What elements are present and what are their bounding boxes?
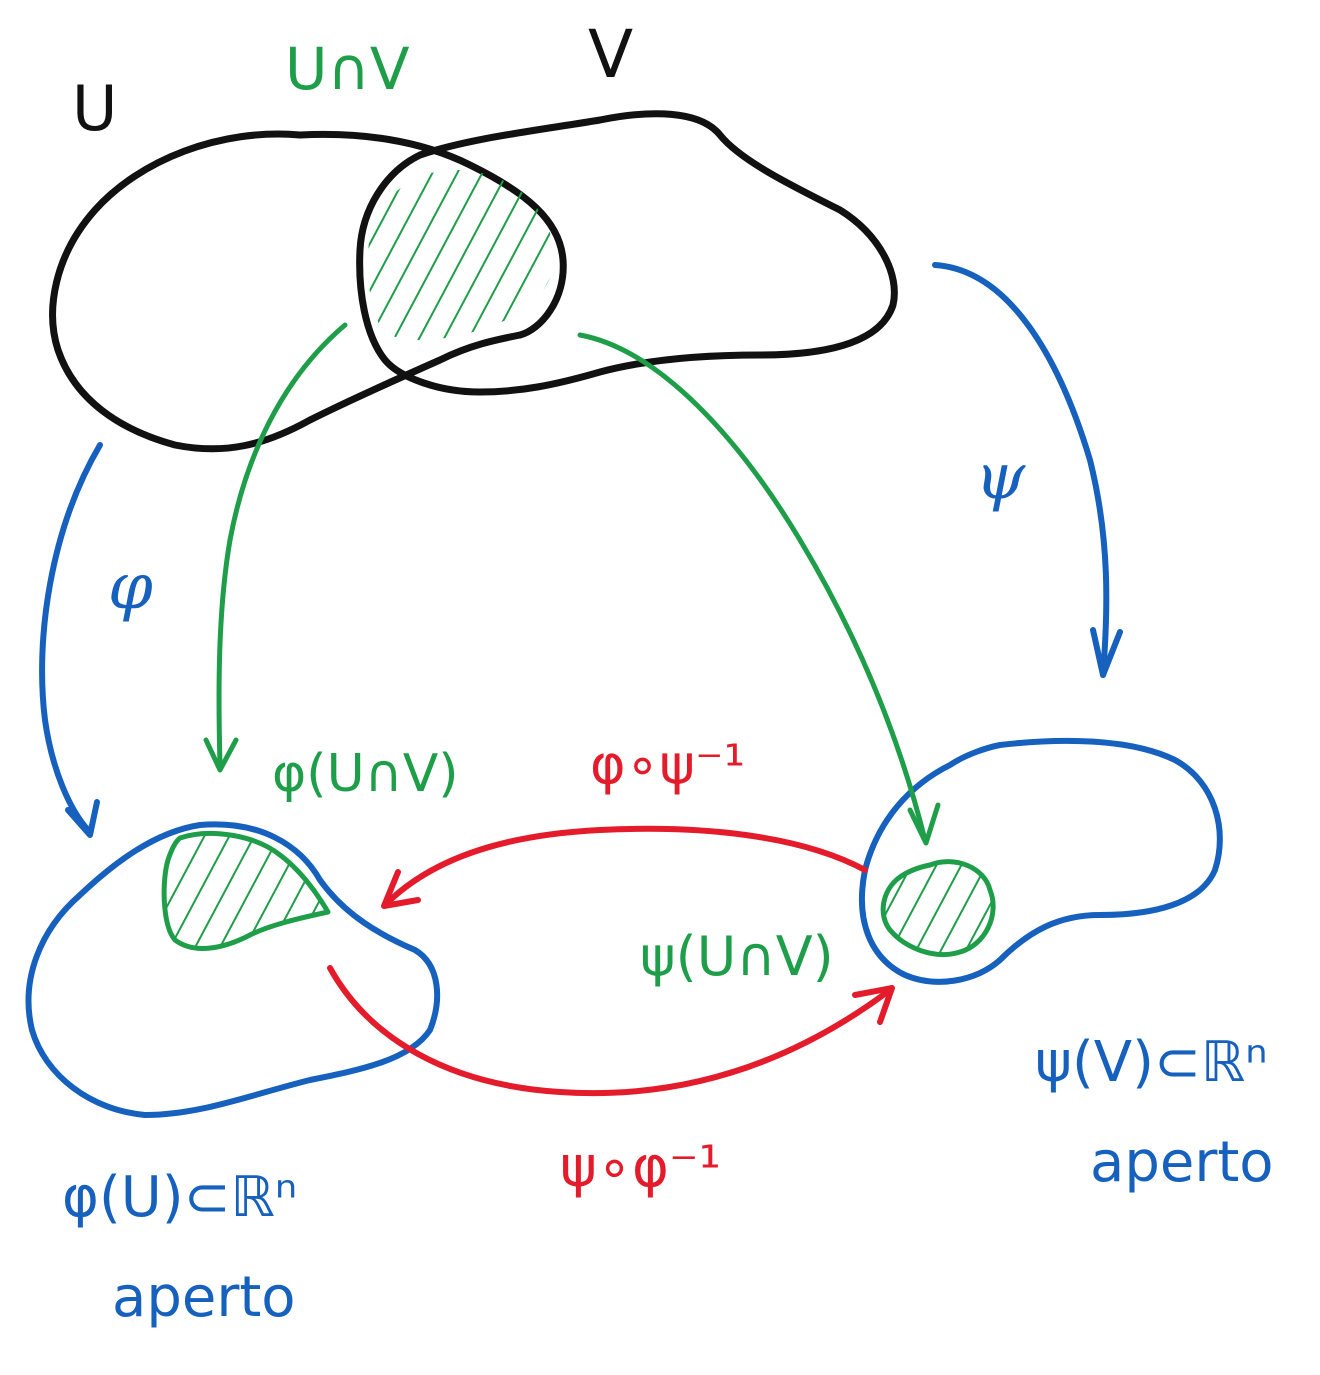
label-u-cap-v: U∩V: [285, 35, 410, 103]
label-phi-psi-inv: φ∘ψ⁻¹: [590, 733, 746, 796]
label-psi-intersection: ψ(U∩V): [640, 925, 834, 988]
label-u: U: [72, 72, 118, 145]
phi-intersection-region: [161, 831, 331, 951]
label-v: V: [588, 16, 634, 93]
psi-intersection-region: [880, 859, 996, 958]
label-phi-u-subset: φ(U)⊂ℝⁿ: [62, 1165, 298, 1230]
set-v-outline: [356, 110, 898, 396]
green-arrowhead-left: [203, 737, 239, 773]
green-arrow-left: [216, 322, 348, 768]
intersection-hatch: [367, 170, 555, 341]
label-psi: ψ: [975, 440, 1026, 514]
label-phi-intersection: φ(U∩V): [272, 744, 459, 804]
label-psi-v-open: aperto: [1090, 1130, 1274, 1195]
label-psi-v-subset: ψ(V)⊂ℝⁿ: [1035, 1030, 1268, 1095]
label-psi-phi-inv: ψ∘φ⁻¹: [560, 1135, 721, 1200]
psi-arrow: [932, 262, 1110, 678]
transition-arrowhead-top: [381, 869, 421, 909]
phi-arrow: [39, 442, 103, 833]
label-phi-u-open: aperto: [112, 1265, 296, 1330]
set-u-outline: [49, 130, 524, 453]
phi-u-region: [25, 821, 441, 1118]
label-phi: φ: [108, 550, 153, 624]
transition-arrowhead-bottom: [852, 985, 895, 1025]
psi-v-region: [859, 737, 1223, 985]
transition-arrow-top: [382, 825, 868, 908]
psi-arrowhead: [1090, 627, 1123, 678]
phi-arrowhead: [65, 799, 100, 838]
transition-arrow-bottom: [327, 965, 893, 1097]
green-arrow-right: [577, 332, 928, 843]
green-arrowhead-right: [907, 802, 941, 846]
